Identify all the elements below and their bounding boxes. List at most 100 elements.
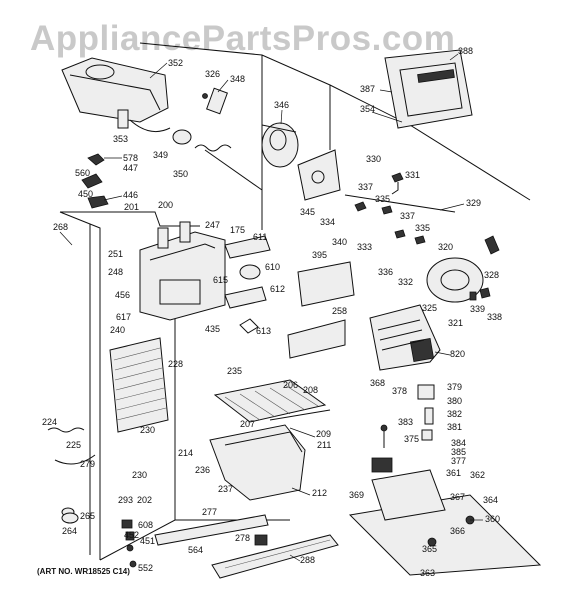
label-352: 352 <box>168 58 183 68</box>
label-211: 211 <box>317 440 331 450</box>
label-332: 332 <box>398 277 413 287</box>
label-552: 552 <box>138 563 153 573</box>
label-365: 365 <box>422 544 437 554</box>
label-336: 336 <box>378 267 393 277</box>
auger-349-350 <box>172 129 263 191</box>
label-337b: 337 <box>400 211 415 221</box>
label-368: 368 <box>370 378 385 388</box>
dispenser-door-387-388 <box>384 49 473 129</box>
label-612: 612 <box>270 284 285 294</box>
label-208: 208 <box>303 385 318 395</box>
art-number: (ART NO. WR18525 C14) <box>37 567 130 576</box>
label-212: 212 <box>312 488 327 498</box>
label-450: 450 <box>78 189 93 199</box>
label-247: 247 <box>205 220 220 230</box>
hardware-cluster-left <box>81 153 109 209</box>
label-248: 248 <box>108 267 123 277</box>
label-564: 564 <box>188 545 203 555</box>
label-268: 268 <box>53 222 68 232</box>
label-201: 201 <box>124 202 139 212</box>
crisper-drawer-211 <box>209 424 306 501</box>
panel-395 <box>297 261 355 307</box>
label-225: 225 <box>66 440 81 450</box>
plate-345 <box>297 149 341 201</box>
label-447: 447 <box>123 163 138 173</box>
bracket-348 <box>202 87 228 115</box>
label-209: 209 <box>316 429 331 439</box>
label-345: 345 <box>300 207 315 217</box>
label-230b: 230 <box>132 470 147 480</box>
label-363: 363 <box>420 568 435 578</box>
label-175: 175 <box>230 225 245 235</box>
label-395: 395 <box>312 250 327 260</box>
label-384: 384 <box>451 438 466 448</box>
label-328: 328 <box>484 270 499 280</box>
label-340: 340 <box>332 237 347 247</box>
label-251: 251 <box>108 249 123 259</box>
label-350: 350 <box>173 169 188 179</box>
motor-assembly-325 <box>426 235 500 303</box>
label-379: 379 <box>447 382 462 392</box>
label-279: 279 <box>80 459 95 469</box>
label-456: 456 <box>115 290 130 300</box>
label-258: 258 <box>332 306 347 316</box>
label-326: 326 <box>205 69 220 79</box>
label-608: 608 <box>138 520 153 530</box>
label-321: 321 <box>448 318 463 328</box>
label-333: 333 <box>357 242 372 252</box>
leader-lines <box>59 53 483 562</box>
label-387: 387 <box>360 84 375 94</box>
icemaker-820 <box>369 304 441 371</box>
label-382: 382 <box>447 409 462 419</box>
label-264: 264 <box>62 526 77 536</box>
label-385: 385 <box>451 447 466 457</box>
label-381: 381 <box>447 422 462 432</box>
label-388: 388 <box>458 46 473 56</box>
label-366: 366 <box>450 526 465 536</box>
label-293: 293 <box>118 495 133 505</box>
label-277: 277 <box>202 507 217 517</box>
callout-labels: 352 353 326 348 346 388 387 354 578 447 … <box>42 46 502 578</box>
label-202: 202 <box>137 495 152 505</box>
label-446: 446 <box>123 190 138 200</box>
label-330: 330 <box>366 154 381 164</box>
watermark-text: AppliancePartsPros.com <box>30 19 455 58</box>
label-320: 320 <box>438 242 453 252</box>
label-380: 380 <box>447 396 462 406</box>
label-335b: 335 <box>415 223 430 233</box>
label-378: 378 <box>392 386 407 396</box>
label-369: 369 <box>349 490 364 500</box>
label-265: 265 <box>80 511 95 521</box>
label-278: 278 <box>235 533 250 543</box>
grille-277 <box>154 514 269 546</box>
label-240: 240 <box>110 325 125 335</box>
label-325: 325 <box>422 303 437 313</box>
label-377: 377 <box>451 456 466 466</box>
compressor-base-360 <box>348 457 542 576</box>
label-367: 367 <box>450 492 465 502</box>
label-615: 615 <box>213 275 228 285</box>
label-228: 228 <box>168 359 183 369</box>
label-338: 338 <box>487 312 502 322</box>
label-331: 331 <box>405 170 420 180</box>
label-361: 361 <box>446 468 461 478</box>
ice-bucket-352 <box>61 57 171 133</box>
label-237: 237 <box>218 484 233 494</box>
label-207: 207 <box>240 419 255 429</box>
auger-motor-346 <box>261 122 299 168</box>
label-235: 235 <box>227 366 242 376</box>
label-364: 364 <box>483 495 498 505</box>
label-360: 360 <box>485 514 500 524</box>
label-383: 383 <box>398 417 413 427</box>
label-578: 578 <box>123 153 138 163</box>
panel-258 <box>287 319 346 359</box>
evaporator-228 <box>109 337 169 433</box>
label-610: 610 <box>265 262 280 272</box>
label-611: 611 <box>253 232 267 242</box>
linkage-329-337 <box>344 172 456 245</box>
kick-plate-288 <box>211 534 339 579</box>
thermostat-parts <box>380 384 435 448</box>
hardware-bottom-left <box>61 512 268 568</box>
label-339: 339 <box>470 304 485 314</box>
